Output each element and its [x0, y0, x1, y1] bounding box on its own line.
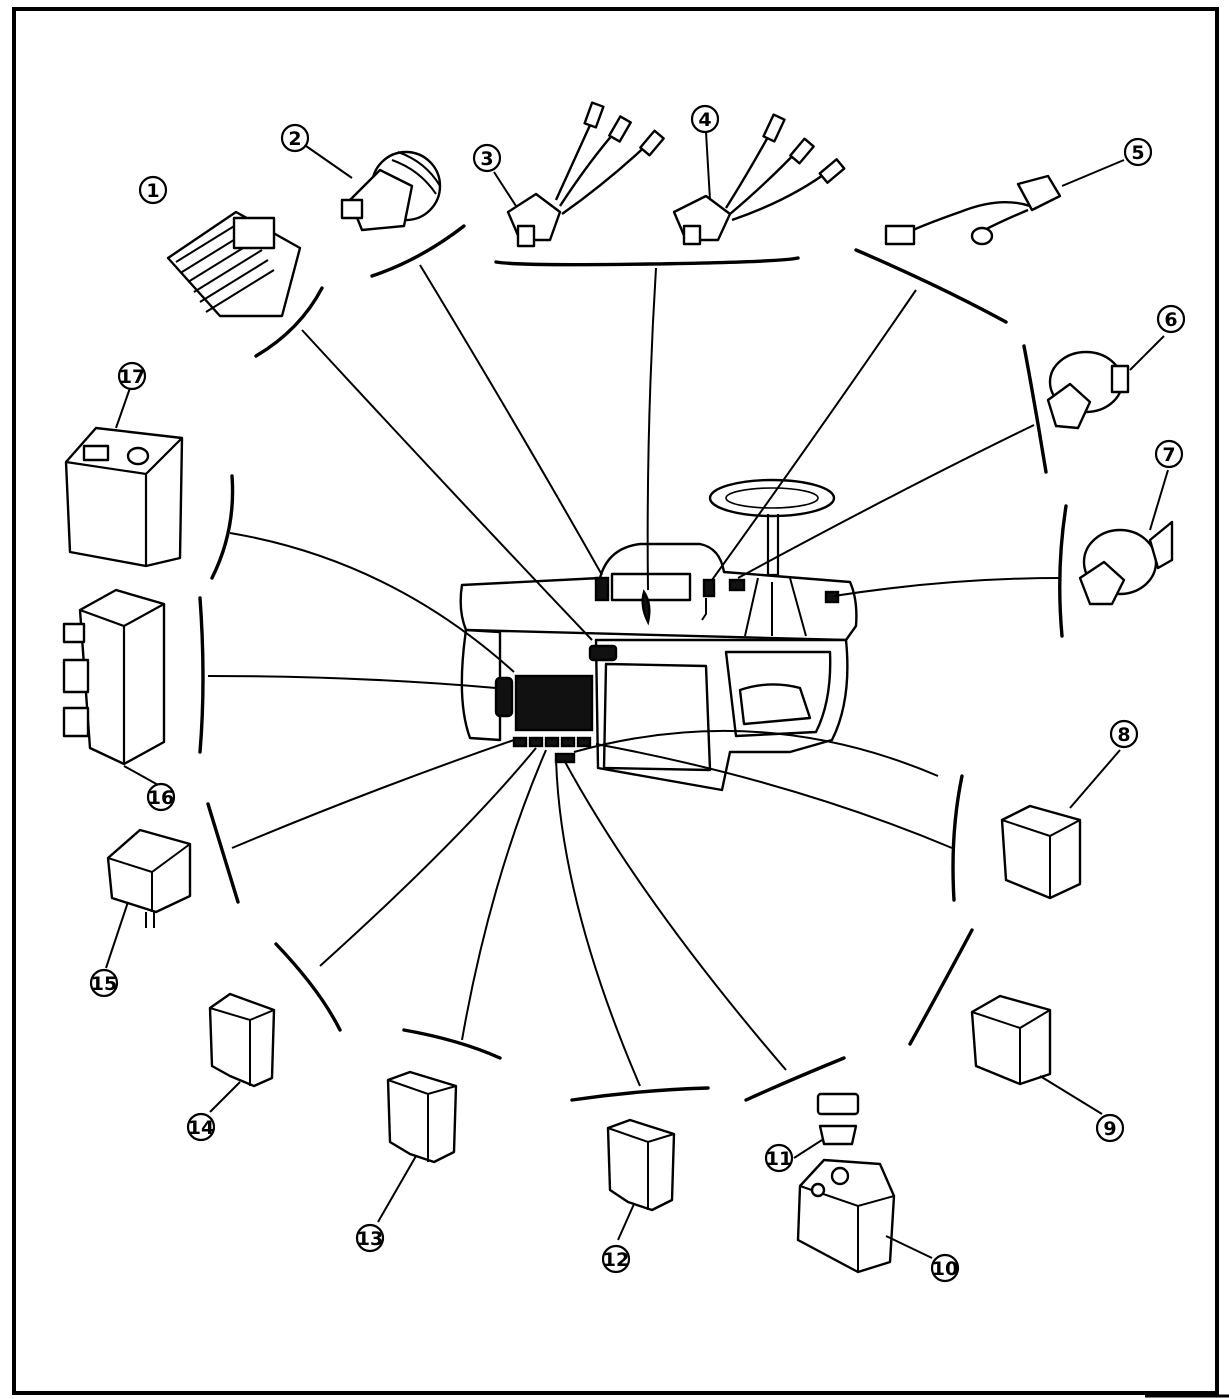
harness-connector-4-part [672, 113, 846, 246]
callout-8: 8 [1117, 724, 1130, 746]
regulator-rectifier-part [166, 210, 302, 318]
callout-1: 1 [146, 180, 159, 202]
callout-13: 13 [357, 1228, 383, 1250]
control-unit-part [62, 588, 166, 766]
relay-12-part [606, 1118, 676, 1212]
group-brackets [198, 224, 1068, 1102]
relay-13-part [386, 1070, 458, 1164]
label-pointers [105, 131, 1169, 1259]
callout-7: 7 [1162, 444, 1175, 466]
callout-5: 5 [1131, 142, 1144, 164]
callout-15: 15 [91, 973, 117, 995]
steering-wheel [708, 478, 836, 518]
callouts: 1 2 3 4 5 6 7 8 9 10 11 12 13 14 15 16 1 [89, 104, 1186, 1283]
callout-16: 16 [148, 787, 174, 809]
relay-9-part [970, 994, 1052, 1086]
relay-8-part [1000, 804, 1082, 900]
vehicle-dashboard [459, 478, 858, 792]
callout-10: 10 [932, 1258, 958, 1280]
battery-part [64, 426, 184, 568]
harness-connector-3-part [506, 101, 665, 248]
leader-lines [207, 264, 1061, 1087]
callout-11: 11 [766, 1148, 792, 1170]
callout-12: 12 [603, 1249, 629, 1271]
switch-7-part [1078, 520, 1174, 606]
connector-plug-part [340, 150, 442, 232]
figure-frame [12, 7, 1219, 1395]
callout-3: 3 [480, 148, 493, 170]
starter-relay-part [796, 1158, 896, 1274]
relay-box [514, 674, 594, 732]
callout-9: 9 [1103, 1118, 1116, 1140]
switch-6-part [1046, 350, 1130, 430]
callout-2: 2 [288, 128, 301, 150]
callout-17: 17 [119, 366, 145, 388]
relay-14-part [208, 992, 276, 1088]
callout-14: 14 [188, 1117, 214, 1139]
callout-6: 6 [1164, 309, 1177, 331]
callout-4: 4 [698, 109, 711, 131]
fuse-part [816, 1092, 860, 1146]
relay-15-part [106, 828, 192, 928]
lead-connector-part [884, 174, 1062, 246]
